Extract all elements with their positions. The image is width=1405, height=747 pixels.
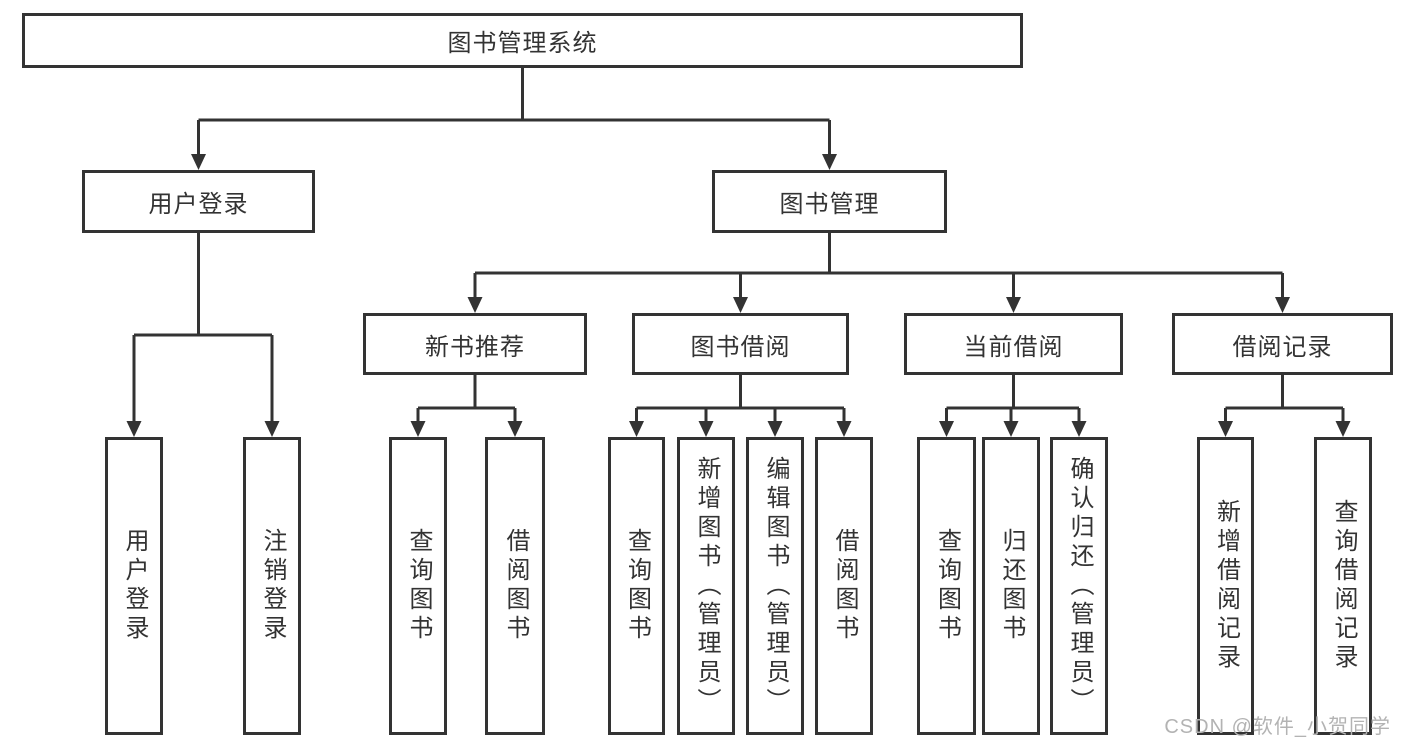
- node-label: 查询借阅记录: [1330, 499, 1357, 673]
- node-label: 图书借阅: [690, 333, 791, 361]
- leaf-edit-books-admin: 编辑图书（管理员）: [746, 437, 804, 735]
- node-label: 编辑图书（管理员）: [762, 455, 789, 717]
- leaf-confirm-return-admin: 确认归还（管理员）: [1050, 437, 1108, 735]
- watermark: CSDN @软件_小贺同学: [1164, 716, 1391, 738]
- node-current-borrowing: 当前借阅: [904, 313, 1123, 375]
- node-borrowing-records: 借阅记录: [1172, 313, 1393, 375]
- node-user-login: 用户登录: [82, 170, 315, 233]
- leaf-user-login: 用户登录: [105, 437, 163, 735]
- node-label: 借阅记录: [1232, 333, 1333, 361]
- leaf-return-books: 归还图书: [982, 437, 1040, 735]
- leaf-borrow-books: 借阅图书: [485, 437, 545, 735]
- node-label: 借阅图书: [831, 528, 858, 644]
- node-label: 当前借阅: [963, 333, 1064, 361]
- node-book-management: 图书管理: [712, 170, 947, 233]
- leaf-query-borrow-record: 查询借阅记录: [1314, 437, 1372, 735]
- node-label: 注销登录: [259, 528, 286, 644]
- leaf-add-books-admin: 新增图书（管理员）: [677, 437, 735, 735]
- leaf-borrow-books: 借阅图书: [815, 437, 873, 735]
- node-label: 借阅图书: [502, 528, 529, 644]
- node-label: 查询图书: [933, 528, 961, 644]
- leaf-query-books: 查询图书: [608, 437, 665, 735]
- node-label: 归还图书: [998, 528, 1025, 644]
- node-label: 图书管理系统: [447, 30, 598, 57]
- node-library-management-system: 图书管理系统: [22, 13, 1023, 68]
- node-label: 图书管理: [779, 191, 880, 218]
- node-label: 新书推荐: [425, 333, 525, 361]
- leaf-query-books: 查询图书: [917, 437, 976, 735]
- node-label: 查询图书: [623, 528, 651, 644]
- node-label: 新增图书（管理员）: [693, 455, 720, 717]
- node-label: 新增借阅记录: [1212, 499, 1240, 673]
- node-label: 用户登录: [148, 191, 249, 218]
- node-label: 查询图书: [405, 528, 432, 644]
- leaf-query-books: 查询图书: [389, 437, 447, 735]
- leaf-add-borrow-record: 新增借阅记录: [1197, 437, 1254, 735]
- node-label: 用户登录: [121, 528, 148, 644]
- leaf-logout: 注销登录: [243, 437, 301, 735]
- node-book-borrowing: 图书借阅: [632, 313, 849, 375]
- node-label: 确认归还（管理员）: [1066, 455, 1093, 717]
- node-new-book-recommendation: 新书推荐: [363, 313, 587, 375]
